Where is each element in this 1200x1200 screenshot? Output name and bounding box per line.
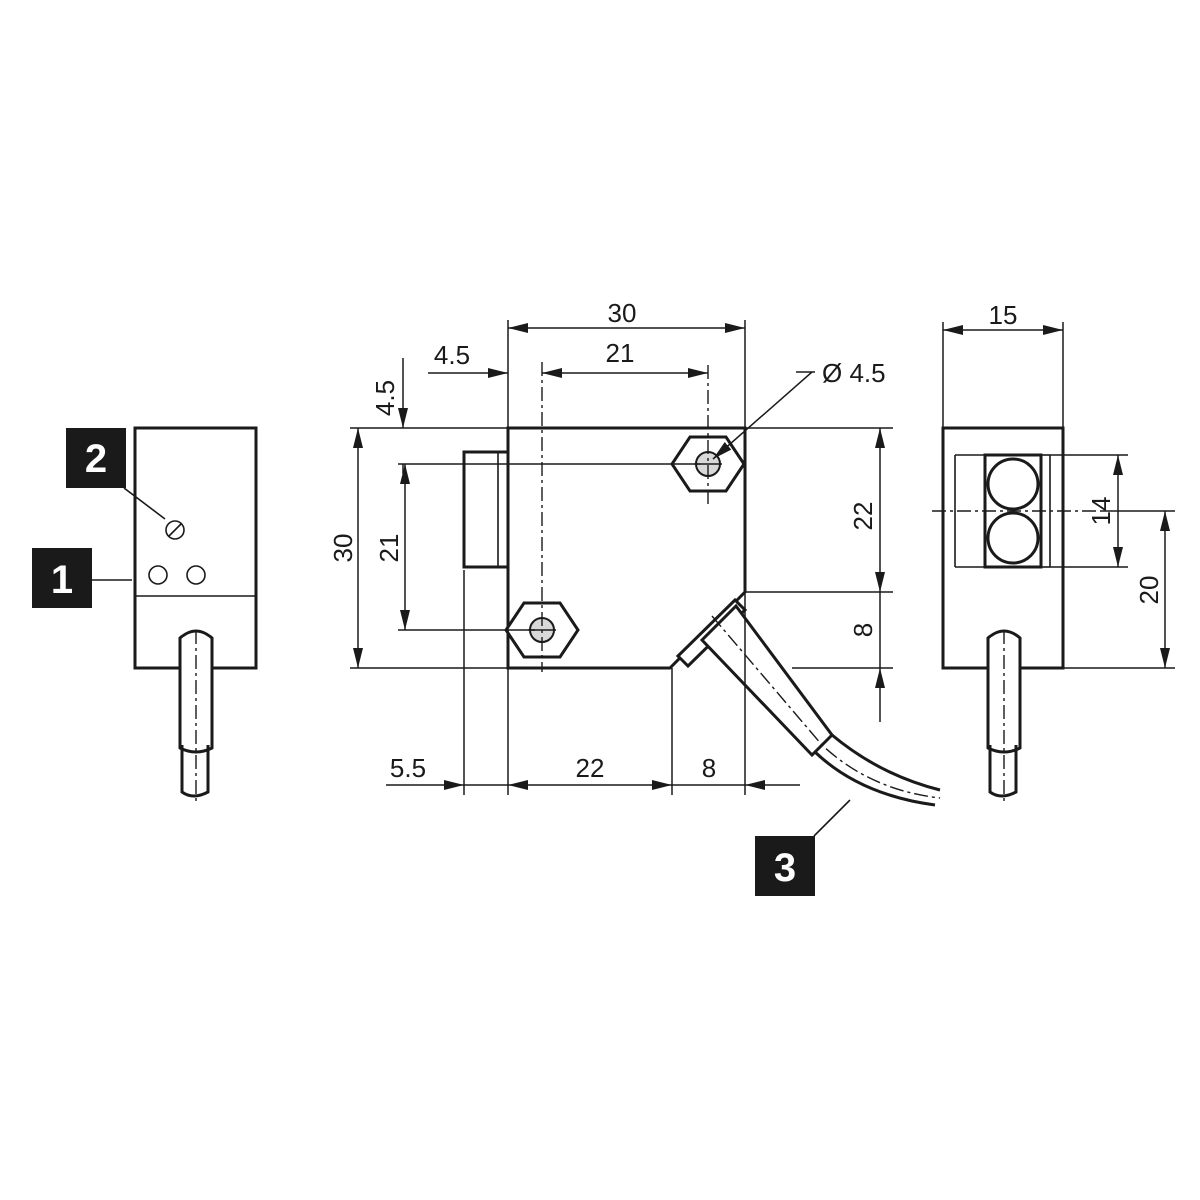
dim-leader-hole-diameter (712, 371, 813, 460)
lens-boss (462, 450, 510, 569)
dim-label-lens-offset: 4.5 (434, 340, 470, 370)
callout-3-label: 3 (774, 846, 796, 890)
left-view-body (133, 426, 258, 670)
receiver-lens-icon (186, 565, 206, 585)
dim-label-bottom-8: 8 (702, 753, 716, 783)
dim-label-left-21: 21 (374, 534, 404, 563)
callout-1-label: 1 (51, 558, 73, 602)
upper-lens-icon (986, 457, 1040, 511)
callout-2-label: 2 (85, 437, 107, 481)
right-dimensions: 15 14 20 (942, 300, 1175, 669)
potentiometer-slot (168, 523, 182, 537)
callout-3-badge (755, 836, 815, 896)
callout-2-badge (66, 428, 126, 488)
right-cable (988, 745, 1018, 798)
dim-label-right-22: 22 (848, 502, 878, 531)
dim-label-top-21: 21 (606, 338, 635, 368)
right-rear-view (932, 426, 1100, 805)
potentiometer-icon (165, 520, 185, 540)
left-front-view: 2 1 (32, 426, 258, 805)
center-cable (813, 733, 941, 807)
callout-2-leader (123, 487, 166, 520)
dim-label-top-30: 30 (608, 298, 637, 328)
dim-label-right-15: 15 (989, 300, 1018, 330)
dim-label-right-20: 20 (1134, 576, 1164, 605)
dim-label-bottom-5-5: 5.5 (390, 753, 426, 783)
lower-lens-icon (986, 511, 1040, 565)
center-cable-axis (711, 615, 941, 799)
dim-label-hole-top-offset: 4.5 (370, 380, 400, 416)
callout-3-leader (813, 799, 851, 837)
dim-label-bottom-22: 22 (576, 753, 605, 783)
left-cable (180, 745, 210, 798)
dim-label-hole-diameter: Ø 4.5 (822, 358, 886, 388)
callout-1-badge (32, 548, 92, 608)
dim-label-right-14: 14 (1086, 497, 1116, 526)
dim-label-right-8: 8 (848, 623, 878, 637)
center-dimensions: 30 21 4.5 Ø 4.5 4.5 30 21 22 8 5.5 (328, 298, 893, 795)
dim-label-left-30: 30 (328, 534, 358, 563)
emitter-lens-icon (148, 565, 168, 585)
